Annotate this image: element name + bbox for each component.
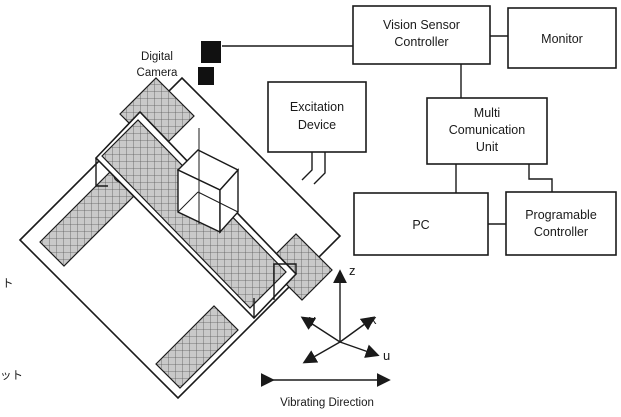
wire-multi-unit-to-plc xyxy=(528,164,553,192)
grid-pad-right xyxy=(265,233,333,301)
y-axis-arrow xyxy=(300,316,341,343)
x-axis-label: x xyxy=(370,312,377,327)
wire-excitation-1 xyxy=(301,152,313,181)
y-axis-label: y xyxy=(309,312,316,327)
edge-text-fragment-1: ト xyxy=(2,278,14,290)
pc-block: PC xyxy=(353,192,489,256)
multi-communication-unit-line-1: Multi xyxy=(474,106,500,120)
vision-sensor-controller-line-2: Controller xyxy=(394,35,448,49)
vibrating-direction-label: Vibrating Direction xyxy=(280,397,374,409)
sample-cube xyxy=(176,128,240,234)
digital-camera: Digital Camera xyxy=(137,41,221,85)
digital-camera-label-line-1: Digital xyxy=(141,51,173,63)
excitation-device-line-1: Excitation xyxy=(290,100,344,114)
multi-communication-unit-block: Multi Comunication Unit xyxy=(426,97,548,165)
vibrating-platform xyxy=(18,76,342,400)
connection-wires xyxy=(222,35,553,225)
excitation-device-block: Excitation Device xyxy=(267,81,367,153)
x-axis-arrow xyxy=(339,316,376,343)
multi-communication-unit-line-3: Unit xyxy=(476,140,499,154)
excitation-device-line-2: Device xyxy=(298,118,336,132)
grid-pad-bottom xyxy=(155,305,239,389)
programable-controller-line-1: Programable xyxy=(525,208,597,222)
vision-sensor-controller-block: Vision Sensor Controller xyxy=(352,5,491,65)
monitor-block: Monitor xyxy=(507,7,617,69)
multi-communication-unit-line-2: Comunication xyxy=(449,123,525,137)
u-axis-arrow xyxy=(339,341,380,358)
coordinate-axes: z x y u xyxy=(300,263,390,364)
u-axis-label: u xyxy=(383,348,390,363)
bridge-leg-right xyxy=(273,263,297,300)
digital-camera-label-line-2: Camera xyxy=(137,67,179,79)
programable-controller-block: Programable Controller xyxy=(505,191,617,256)
pc-label: PC xyxy=(412,218,429,232)
vibrating-direction-indicator: Vibrating Direction xyxy=(260,373,391,409)
edge-text-fragment-2: ット xyxy=(0,370,23,382)
minus-x-axis-arrow xyxy=(302,341,341,364)
vision-sensor-controller-line-1: Vision Sensor xyxy=(383,18,460,32)
bridge-leg-left xyxy=(95,158,108,187)
wire-excitation-2 xyxy=(313,152,326,185)
programable-controller-line-2: Controller xyxy=(534,225,588,239)
z-axis-label: z xyxy=(349,263,356,278)
monitor-label: Monitor xyxy=(541,32,583,46)
